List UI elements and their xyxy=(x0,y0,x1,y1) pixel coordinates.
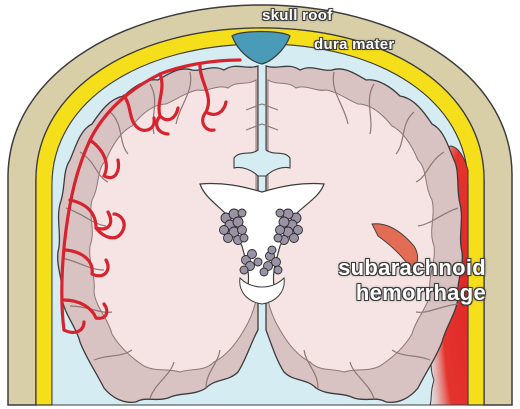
label-dura-mater: dura mater xyxy=(314,36,395,53)
interhemispheric-fissure xyxy=(233,66,291,177)
cortical-arteries xyxy=(60,58,242,335)
right-sulcal-blood xyxy=(371,223,419,271)
sagittal-sinus xyxy=(231,30,291,65)
label-hemorrhage-line2: hemorrhage xyxy=(355,280,486,305)
thalamus xyxy=(239,245,283,277)
left-caudate-nucleus xyxy=(219,208,249,245)
label-skull-roof: skull roof xyxy=(262,7,333,24)
right-caudate-nucleus xyxy=(273,208,303,245)
label-hemorrhage-line1: subarachnoid xyxy=(338,255,486,280)
right-sulci xyxy=(303,71,459,399)
cingulate-sulcus xyxy=(245,103,279,131)
third-ventricle xyxy=(239,276,285,305)
label-subarachnoid-hemorrhage: subarachnoid hemorrhage xyxy=(338,255,486,305)
